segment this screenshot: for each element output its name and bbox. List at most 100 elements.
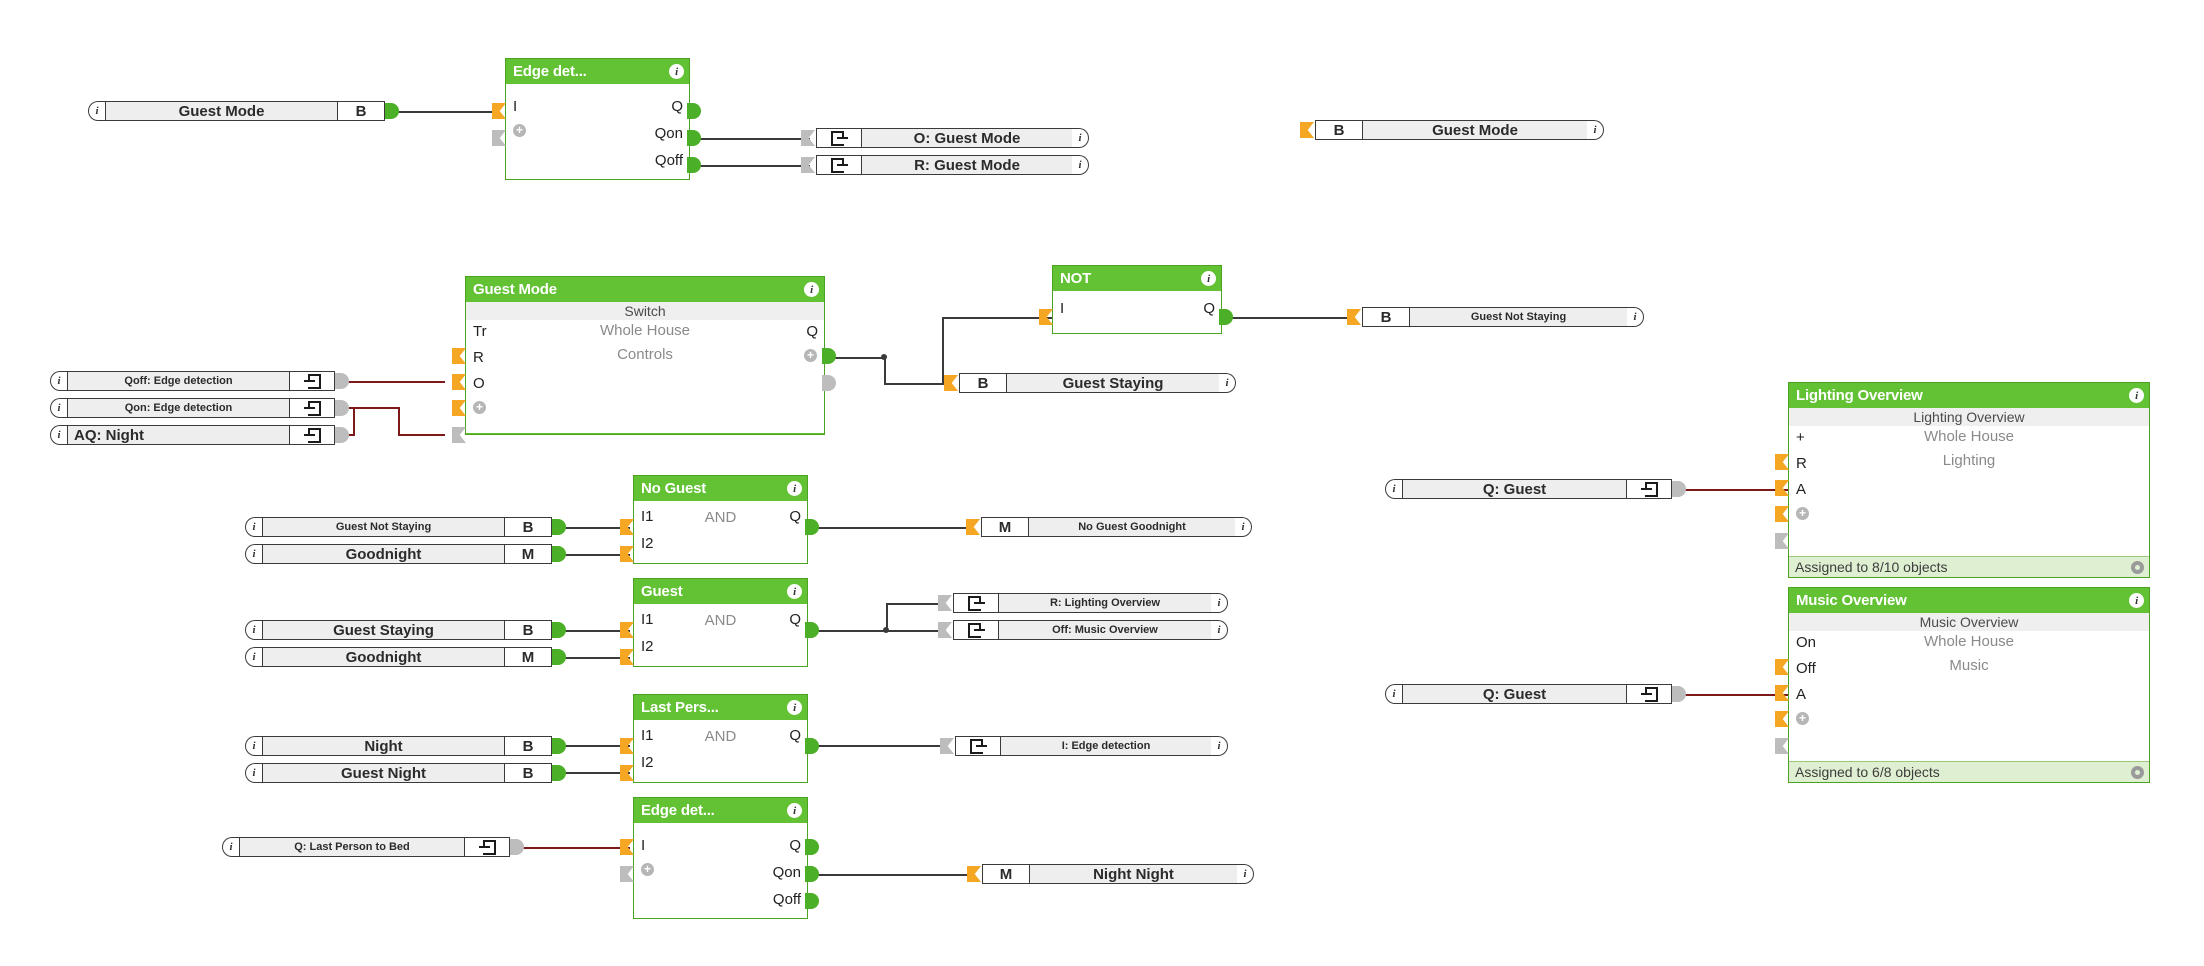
port-in-A[interactable]: A bbox=[1796, 481, 1807, 498]
port-in-I1[interactable]: I1 bbox=[641, 611, 654, 628]
info-cap[interactable]: i bbox=[1211, 620, 1228, 640]
info-cap[interactable]: i bbox=[50, 425, 67, 445]
input-pin-inactive[interactable] bbox=[801, 130, 815, 146]
block-lighting-overview[interactable]: Lighting Overview i Lighting Overview Wh… bbox=[1788, 382, 2150, 578]
io-guest-staying-in[interactable]: i Guest Staying B bbox=[245, 620, 552, 640]
info-cap[interactable]: i bbox=[1627, 307, 1644, 327]
io-no-guest-goodnight[interactable]: M No Guest Goodnight i bbox=[981, 517, 1252, 537]
io-goodnight-2[interactable]: i Goodnight M bbox=[245, 647, 552, 667]
add-input-icon[interactable] bbox=[641, 863, 654, 876]
input-pin[interactable] bbox=[967, 866, 981, 882]
input-pin-R[interactable] bbox=[1775, 480, 1789, 496]
port-in-Tr[interactable]: Tr bbox=[473, 323, 487, 340]
info-cap[interactable]: i bbox=[88, 101, 105, 121]
port-out-Q[interactable]: Q bbox=[789, 611, 801, 628]
input-pin-I2[interactable] bbox=[620, 649, 634, 665]
output-pin-Qon[interactable] bbox=[805, 866, 819, 882]
port-in-I1[interactable]: I1 bbox=[641, 508, 654, 525]
io-o-guest-mode[interactable]: O: Guest Mode i bbox=[816, 128, 1089, 148]
info-icon[interactable]: i bbox=[1201, 271, 1216, 286]
port-in-I1[interactable]: I1 bbox=[641, 727, 654, 744]
output-pin-inactive[interactable] bbox=[822, 375, 836, 391]
port-in-I[interactable]: I bbox=[1060, 300, 1065, 317]
block-guest-and[interactable]: Guest i AND I1 I2 Q bbox=[633, 578, 808, 667]
add-input-icon[interactable] bbox=[513, 124, 526, 137]
port-in-I2[interactable]: I2 bbox=[641, 535, 654, 552]
info-cap[interactable]: i bbox=[245, 647, 262, 667]
io-aq-night[interactable]: i AQ: Night bbox=[50, 425, 335, 445]
output-pin[interactable] bbox=[1672, 686, 1686, 702]
info-icon[interactable]: i bbox=[2129, 388, 2144, 403]
output-pin[interactable] bbox=[335, 427, 349, 443]
port-out-Q[interactable]: Q bbox=[671, 98, 683, 115]
info-cap[interactable]: i bbox=[222, 837, 239, 857]
io-q-guest-music[interactable]: i Q: Guest bbox=[1385, 684, 1672, 704]
info-cap[interactable]: i bbox=[245, 517, 262, 537]
info-icon[interactable]: i bbox=[804, 282, 819, 297]
input-pin[interactable] bbox=[492, 103, 506, 119]
port-out-Qon[interactable]: Qon bbox=[772, 864, 801, 881]
info-cap[interactable]: i bbox=[245, 544, 262, 564]
io-r-lighting-overview[interactable]: R: Lighting Overview i bbox=[953, 593, 1228, 613]
input-pin-inactive[interactable] bbox=[1775, 533, 1789, 549]
output-pin[interactable] bbox=[552, 738, 566, 754]
output-pin[interactable] bbox=[1672, 481, 1686, 497]
port-out-Q[interactable]: Q bbox=[806, 323, 818, 340]
info-cap[interactable]: i bbox=[50, 398, 67, 418]
input-pin-Tr[interactable] bbox=[452, 348, 466, 364]
io-night[interactable]: i Night B bbox=[245, 736, 552, 756]
input-pin[interactable] bbox=[944, 375, 958, 391]
info-icon[interactable]: i bbox=[669, 64, 684, 79]
info-cap[interactable]: i bbox=[245, 736, 262, 756]
input-pin-plus[interactable] bbox=[1775, 454, 1789, 470]
input-pin-On[interactable] bbox=[1775, 659, 1789, 675]
output-pin-Q[interactable] bbox=[805, 839, 819, 855]
output-pin[interactable] bbox=[552, 622, 566, 638]
io-goodnight-1[interactable]: i Goodnight M bbox=[245, 544, 552, 564]
output-pin-Qoff[interactable] bbox=[805, 893, 819, 909]
port-in-I2[interactable]: I2 bbox=[641, 754, 654, 771]
port-out-Q[interactable]: Q bbox=[1203, 300, 1215, 317]
input-pin-I1[interactable] bbox=[620, 738, 634, 754]
block-last-person-and[interactable]: Last Pers... i AND I1 I2 Q bbox=[633, 694, 808, 783]
input-pin-inactive[interactable] bbox=[492, 130, 506, 146]
io-guest-not-staying-out[interactable]: B Guest Not Staying i bbox=[1362, 307, 1644, 327]
output-pin[interactable] bbox=[335, 400, 349, 416]
output-pin-Q[interactable] bbox=[822, 348, 836, 364]
port-out-Qon[interactable]: Qon bbox=[654, 125, 683, 142]
port-out-Q[interactable]: Q bbox=[789, 508, 801, 525]
block-guest-mode-switch[interactable]: Guest Mode i Switch Whole House Controls… bbox=[465, 276, 825, 435]
io-guest-mode-ref[interactable]: B Guest Mode i bbox=[1315, 120, 1604, 140]
info-cap[interactable]: i bbox=[50, 371, 67, 391]
output-pin[interactable] bbox=[552, 546, 566, 562]
port-out-Q[interactable]: Q bbox=[789, 837, 801, 854]
io-qon-edge-detection[interactable]: i Qon: Edge detection bbox=[50, 398, 335, 418]
info-cap[interactable]: i bbox=[1072, 155, 1089, 175]
io-r-guest-mode[interactable]: R: Guest Mode i bbox=[816, 155, 1089, 175]
output-pin-Q[interactable] bbox=[805, 738, 819, 754]
add-input-icon[interactable] bbox=[473, 401, 486, 414]
input-pin-inactive[interactable] bbox=[1775, 738, 1789, 754]
add-input-icon[interactable] bbox=[1796, 712, 1809, 725]
assigned-status-bar[interactable]: Assigned to 6/8 objects bbox=[1789, 761, 2149, 782]
output-pin[interactable] bbox=[552, 765, 566, 781]
output-pin[interactable] bbox=[552, 649, 566, 665]
info-cap[interactable]: i bbox=[1072, 128, 1089, 148]
port-in-I[interactable]: I bbox=[513, 98, 518, 115]
input-pin-A[interactable] bbox=[1775, 711, 1789, 727]
input-pin[interactable] bbox=[1347, 309, 1361, 325]
output-pin[interactable] bbox=[1219, 309, 1233, 325]
info-cap[interactable]: i bbox=[1235, 517, 1252, 537]
output-pin[interactable] bbox=[335, 373, 349, 389]
output-pin[interactable] bbox=[385, 103, 399, 119]
info-icon[interactable]: i bbox=[787, 700, 802, 715]
info-icon[interactable]: i bbox=[787, 803, 802, 818]
io-qoff-edge-detection[interactable]: i Qoff: Edge detection bbox=[50, 371, 335, 391]
io-guest-not-staying-in[interactable]: i Guest Not Staying B bbox=[245, 517, 552, 537]
port-in-I2[interactable]: I2 bbox=[641, 638, 654, 655]
output-pin-Q[interactable] bbox=[687, 103, 701, 119]
input-pin[interactable] bbox=[620, 839, 634, 855]
info-cap[interactable]: i bbox=[245, 763, 262, 783]
add-input-icon[interactable] bbox=[1796, 507, 1809, 520]
io-i-edge-detection[interactable]: I: Edge detection i bbox=[955, 736, 1228, 756]
